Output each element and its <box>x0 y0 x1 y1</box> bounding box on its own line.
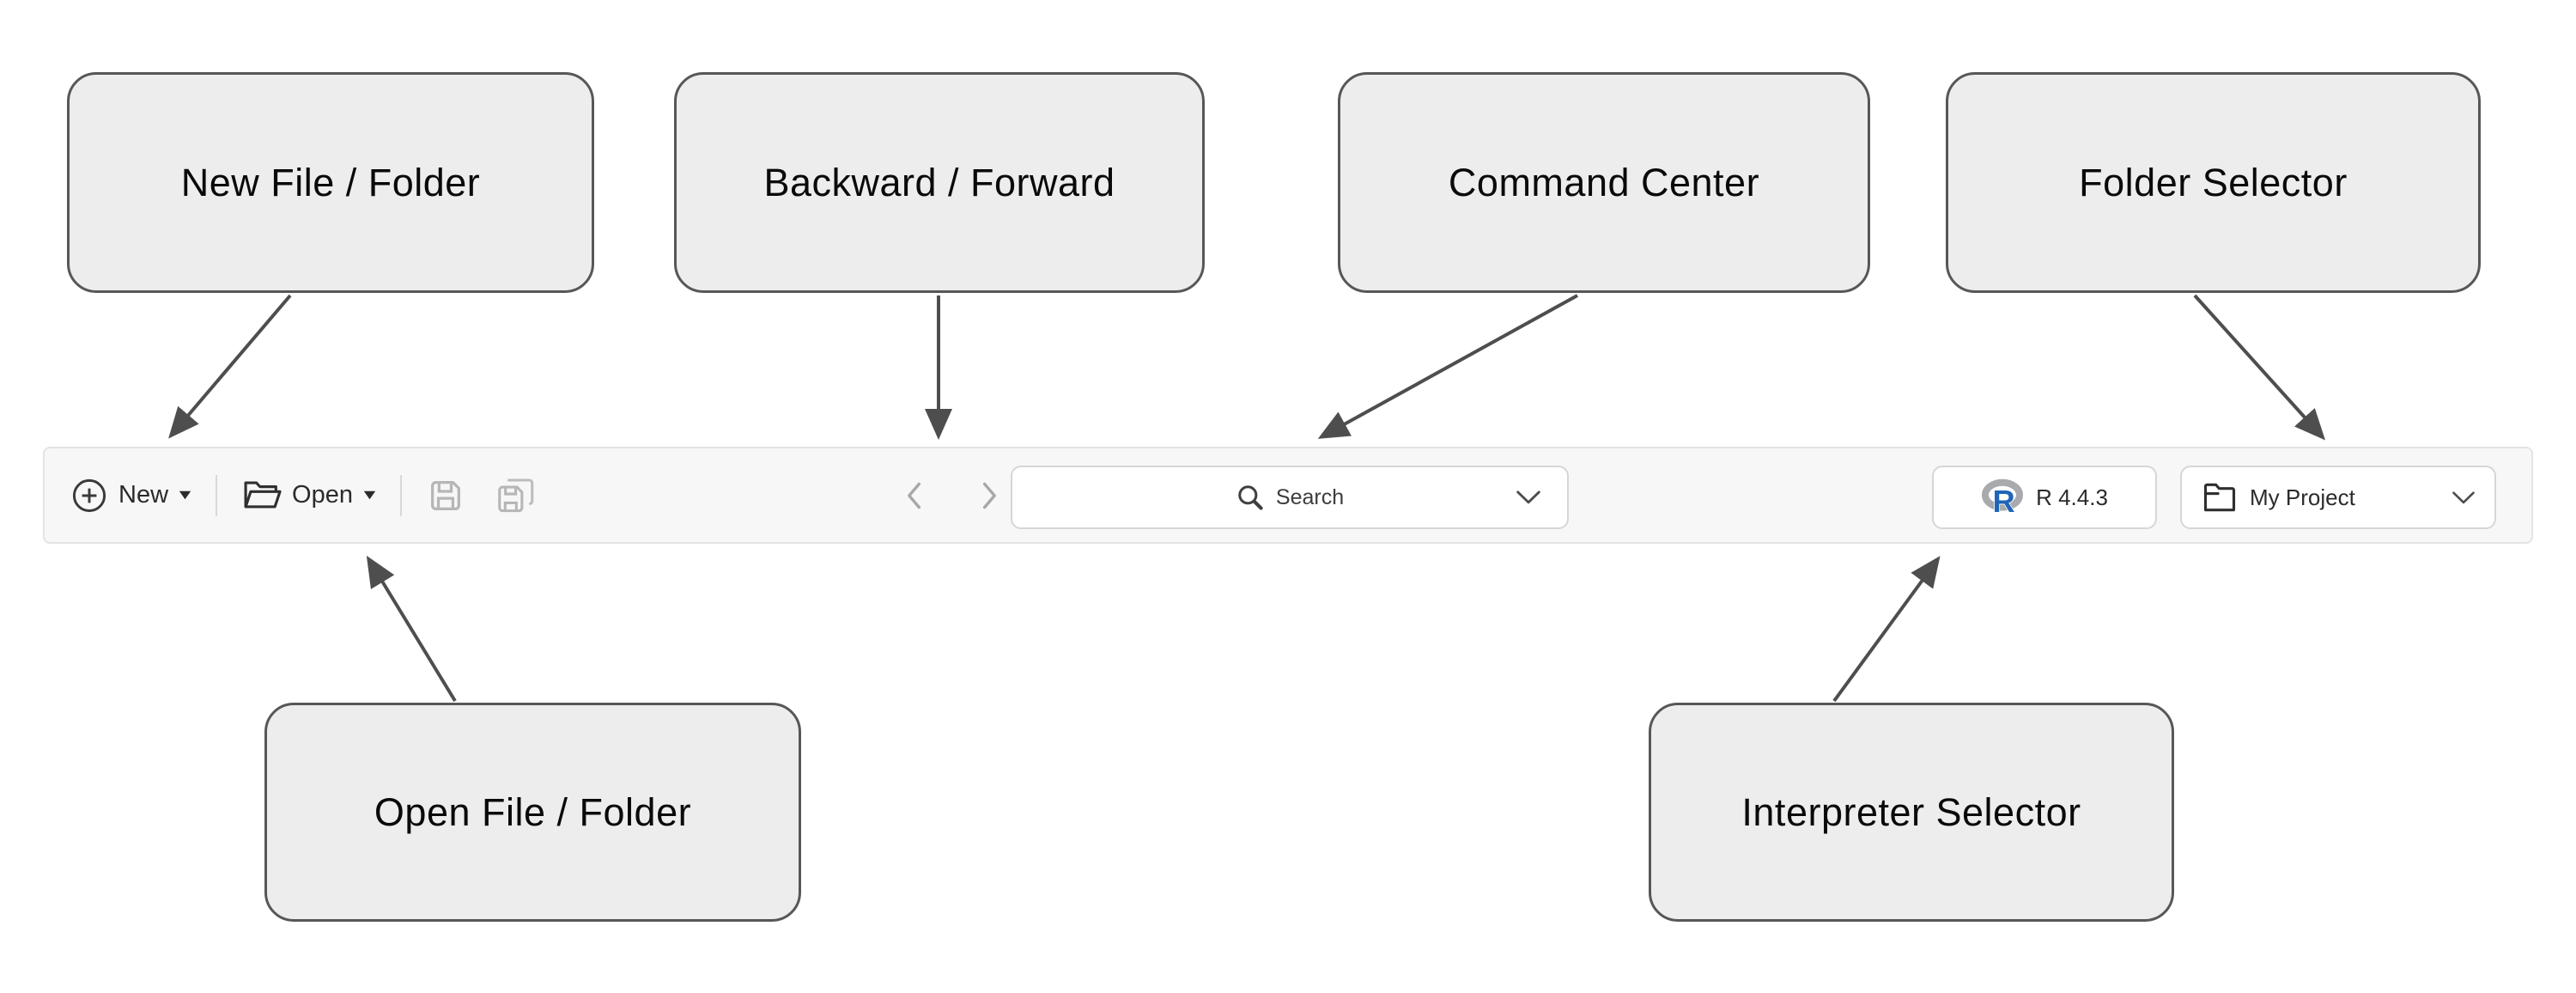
toolbar-separator <box>399 474 402 516</box>
callout-command-center: Command Center <box>1338 72 1870 293</box>
interpreter-label: R 4.4.3 <box>2036 484 2108 510</box>
callout-label: New File / Folder <box>180 160 481 204</box>
callout-folder-selector: Folder Selector <box>1946 72 2481 293</box>
new-button-label: New <box>118 481 169 509</box>
caret-down-icon <box>179 490 191 500</box>
back-button[interactable] <box>898 478 933 513</box>
callout-label: Interpreter Selector <box>1741 789 2081 834</box>
chevron-down-icon[interactable] <box>1516 490 1541 505</box>
callout-backward-forward: Backward / Forward <box>674 72 1205 293</box>
arrow-command-center <box>1317 294 1578 439</box>
save-icon[interactable] <box>426 476 465 515</box>
search-placeholder: Search <box>1275 484 1345 509</box>
interpreter-selector-button[interactable]: R R 4.4.3 <box>1932 466 2157 529</box>
folder-selector-button[interactable]: My Project <box>2180 466 2496 529</box>
search-icon <box>1238 484 1263 510</box>
project-label: My Project <box>2250 484 2355 510</box>
toolbar-left-group: New Open <box>70 474 536 516</box>
svg-text:R: R <box>1993 484 2015 519</box>
toolbar-separator <box>216 474 218 516</box>
callout-label: Backward / Forward <box>763 160 1115 204</box>
arrow-interpreter-selector <box>1832 556 1941 703</box>
save-group <box>426 476 536 515</box>
callout-open-file-folder: Open File / Folder <box>264 703 801 922</box>
forward-button[interactable] <box>971 478 1005 513</box>
new-button[interactable]: New <box>70 477 191 515</box>
r-logo-icon: R <box>1982 478 2024 520</box>
chevron-down-icon <box>2452 490 2475 503</box>
arrow-new-file-folder <box>168 294 292 439</box>
open-button-label: Open <box>292 481 353 509</box>
folder-icon <box>2203 483 2236 512</box>
callout-label: Open File / Folder <box>374 789 692 834</box>
callout-interpreter-selector: Interpreter Selector <box>1649 703 2174 922</box>
toolbar: New Open <box>43 447 2533 544</box>
circle-plus-icon <box>72 478 106 512</box>
save-all-icon[interactable] <box>495 476 536 515</box>
arrow-folder-selector <box>2193 294 2326 441</box>
callout-new-file-folder: New File / Folder <box>67 72 594 293</box>
search-input[interactable]: Search <box>1011 466 1569 529</box>
caret-down-icon <box>363 490 376 500</box>
callout-label: Command Center <box>1448 160 1760 204</box>
folder-open-icon <box>244 481 282 508</box>
callout-label: Folder Selector <box>2079 160 2348 204</box>
arrow-open-file-folder <box>366 555 457 703</box>
open-button[interactable]: Open <box>241 477 376 515</box>
